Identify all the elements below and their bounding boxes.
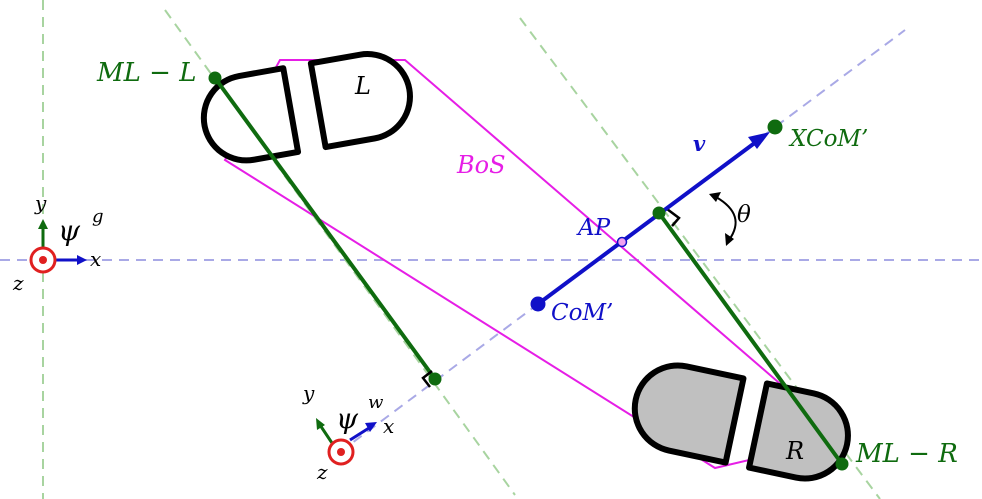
- right-angle-marker-right: [666, 208, 681, 227]
- walking-direction-line: [339, 29, 906, 453]
- theta-arc: [715, 196, 737, 241]
- global-psi-label: ψ: [58, 214, 81, 247]
- walking-x-label: x: [383, 414, 394, 438]
- right-foot-label: R: [785, 437, 804, 465]
- global-y-label: y: [34, 191, 47, 215]
- left-foot-label: L: [354, 72, 371, 100]
- walking-x-arrowhead: [365, 422, 377, 432]
- walking-x-arrow: [349, 426, 370, 442]
- global-psi-superscript: g: [92, 206, 104, 227]
- right-angle-marker-left: [421, 370, 433, 388]
- walking-y-label: y: [302, 381, 315, 405]
- ml-right-label: ML − R: [855, 439, 958, 469]
- theta-label: θ: [737, 202, 751, 228]
- left-foot: [200, 51, 413, 164]
- global-z-label: z: [12, 271, 24, 295]
- global-y-arrowhead: [38, 219, 48, 229]
- ml-left-label: ML − L: [96, 58, 196, 88]
- ml-right-line: [657, 211, 844, 466]
- left-foot-toe: [307, 51, 413, 151]
- base-of-support-polygon: [223, 59, 846, 470]
- right-foot-heel: [631, 362, 747, 466]
- ml-right-point: [835, 457, 849, 471]
- walking-psi-label: ψ: [336, 402, 359, 435]
- velocity-label: v: [693, 131, 706, 156]
- right-foot: [631, 362, 851, 482]
- xcom-point: [767, 119, 783, 135]
- global-z-axis-dot: [39, 256, 47, 264]
- ap-point: [616, 236, 628, 248]
- walking-y-arrow: [318, 424, 334, 444]
- global-x-arrowhead: [77, 255, 87, 265]
- walking-z-axis-dot: [337, 448, 345, 456]
- right-foot-toe: [746, 380, 851, 482]
- bos-label: BoS: [456, 151, 506, 179]
- ml-right-foot-point: [652, 206, 666, 220]
- ml-left-foot-point: [428, 372, 442, 386]
- walking-psi-superscript: w: [368, 392, 384, 413]
- com-point: [530, 296, 546, 312]
- left-foot-heel: [200, 65, 302, 164]
- walking-y-arrowhead: [316, 418, 325, 430]
- ml-left-perpendicular-line: [164, 9, 516, 496]
- theta-arrowhead-bottom: [725, 233, 734, 246]
- global-x-label: x: [90, 247, 101, 271]
- walking-frame: [316, 418, 377, 466]
- walking-z-label: z: [316, 460, 328, 484]
- ml-left-point: [208, 71, 222, 85]
- velocity-vector-line: [536, 137, 762, 306]
- com-label: CoM’: [551, 300, 613, 326]
- velocity-arrowhead: [748, 132, 770, 149]
- global-frame: [29, 219, 87, 274]
- ap-label: AP: [576, 215, 611, 241]
- theta-arrowhead-top: [709, 192, 721, 202]
- xcom-label: XCoM’: [788, 126, 868, 152]
- ml-left-line: [213, 76, 437, 381]
